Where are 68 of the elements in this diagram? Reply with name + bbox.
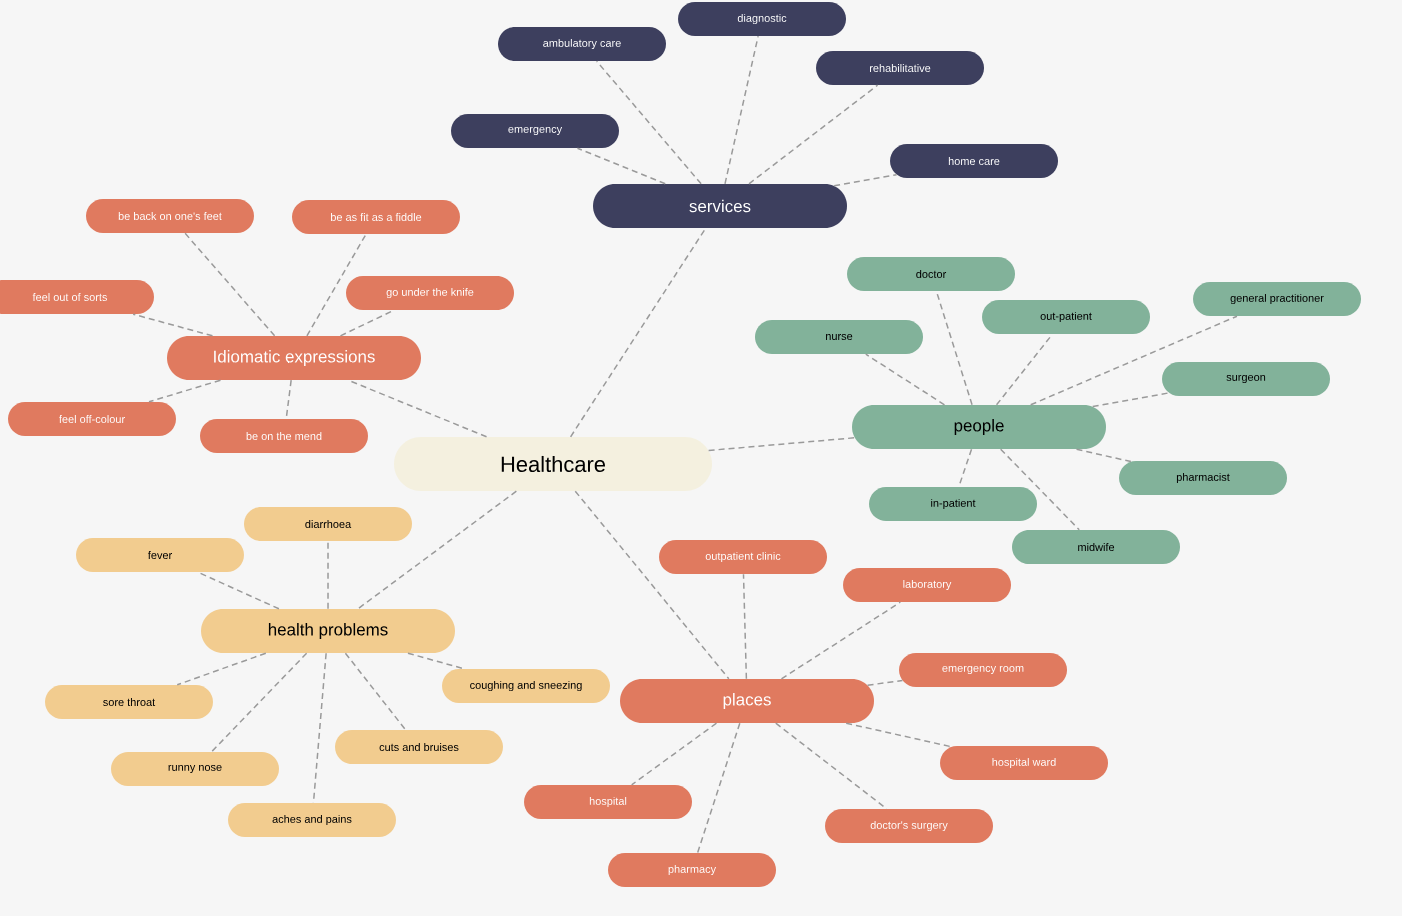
branch-topic: Idiomatic expressions [167,336,421,380]
connector-line [742,573,748,680]
subtopic-pill: in-patient [869,487,1037,521]
connector-line [574,490,730,680]
connector-line [1075,448,1132,463]
connector-line [344,652,407,731]
connector-line [999,448,1080,531]
subtopic-pill: diagnostic [678,2,846,36]
subtopic-pill: feel out of sorts [0,280,154,314]
subtopic-pill: hospital ward [940,746,1108,780]
branch-topic: people [852,405,1106,449]
subtopic-pill: hospital [524,785,692,819]
connector-line [707,437,856,452]
connector-line [327,540,329,610]
subtopic-pill: be on the mend [200,419,368,453]
branch-topic: health problems [201,609,455,653]
subtopic-pill: be back on one's feet [86,199,254,233]
subtopic-pill: coughing and sneezing [442,669,610,703]
subtopic-pill: rehabilitative [816,51,984,85]
subtopic-pill: sore throat [45,685,213,719]
subtopic-pill: laboratory [843,568,1011,602]
subtopic-pill: be as fit as a fiddle [292,200,460,234]
connector-line [780,601,902,680]
connector-line [357,490,518,610]
subtopic-pill: diarrhoea [244,507,412,541]
subtopic-pill: feel off-colour [8,402,176,436]
connector-line [306,233,367,337]
subtopic-pill: surgeon [1162,362,1330,396]
connector-line [865,353,946,406]
connector-line [595,60,702,185]
connector-line [576,147,666,185]
connector-line [132,313,214,337]
subtopic-pill: fever [76,538,244,572]
connector-line [176,652,267,686]
connector-line [696,722,741,854]
subtopic-pill: outpatient clinic [659,540,827,574]
connector-line [833,173,898,187]
connector-line [866,679,904,686]
connector-line [724,35,759,185]
connector-line [845,722,953,748]
subtopic-pill: go under the knife [346,276,514,310]
subtopic-pill: out-patient [982,300,1150,334]
subtopic-pill: doctor's surgery [825,809,993,843]
subtopic-pill: general practitioner [1193,282,1361,316]
connector-line [407,652,465,670]
subtopic-pill: home care [890,144,1058,178]
subtopic-pill: pharmacy [608,853,776,887]
connector-line [1091,392,1170,408]
subtopic-pill: emergency [451,114,619,148]
subtopic-pill: midwife [1012,530,1180,564]
subtopic-pill: emergency room [899,653,1067,687]
subtopic-pill: doctor [847,257,1015,291]
subtopic-pill: aches and pains [228,803,396,837]
connector-line [1029,315,1238,406]
subtopic-pill: pharmacist [1119,461,1287,495]
branch-topic: services [593,184,847,228]
connector-line [210,652,308,753]
connector-line [569,227,707,438]
connector-line [630,722,718,786]
connector-line [184,232,276,337]
connector-line [748,84,879,185]
connector-line [148,379,222,403]
subtopic-pill: runny nose [111,752,279,786]
central-topic: Healthcare [394,437,712,491]
branch-topic: places [620,679,874,723]
subtopic-pill: nurse [755,320,923,354]
subtopic-pill: ambulatory care [498,27,666,61]
subtopic-pill: cuts and bruises [335,730,503,764]
